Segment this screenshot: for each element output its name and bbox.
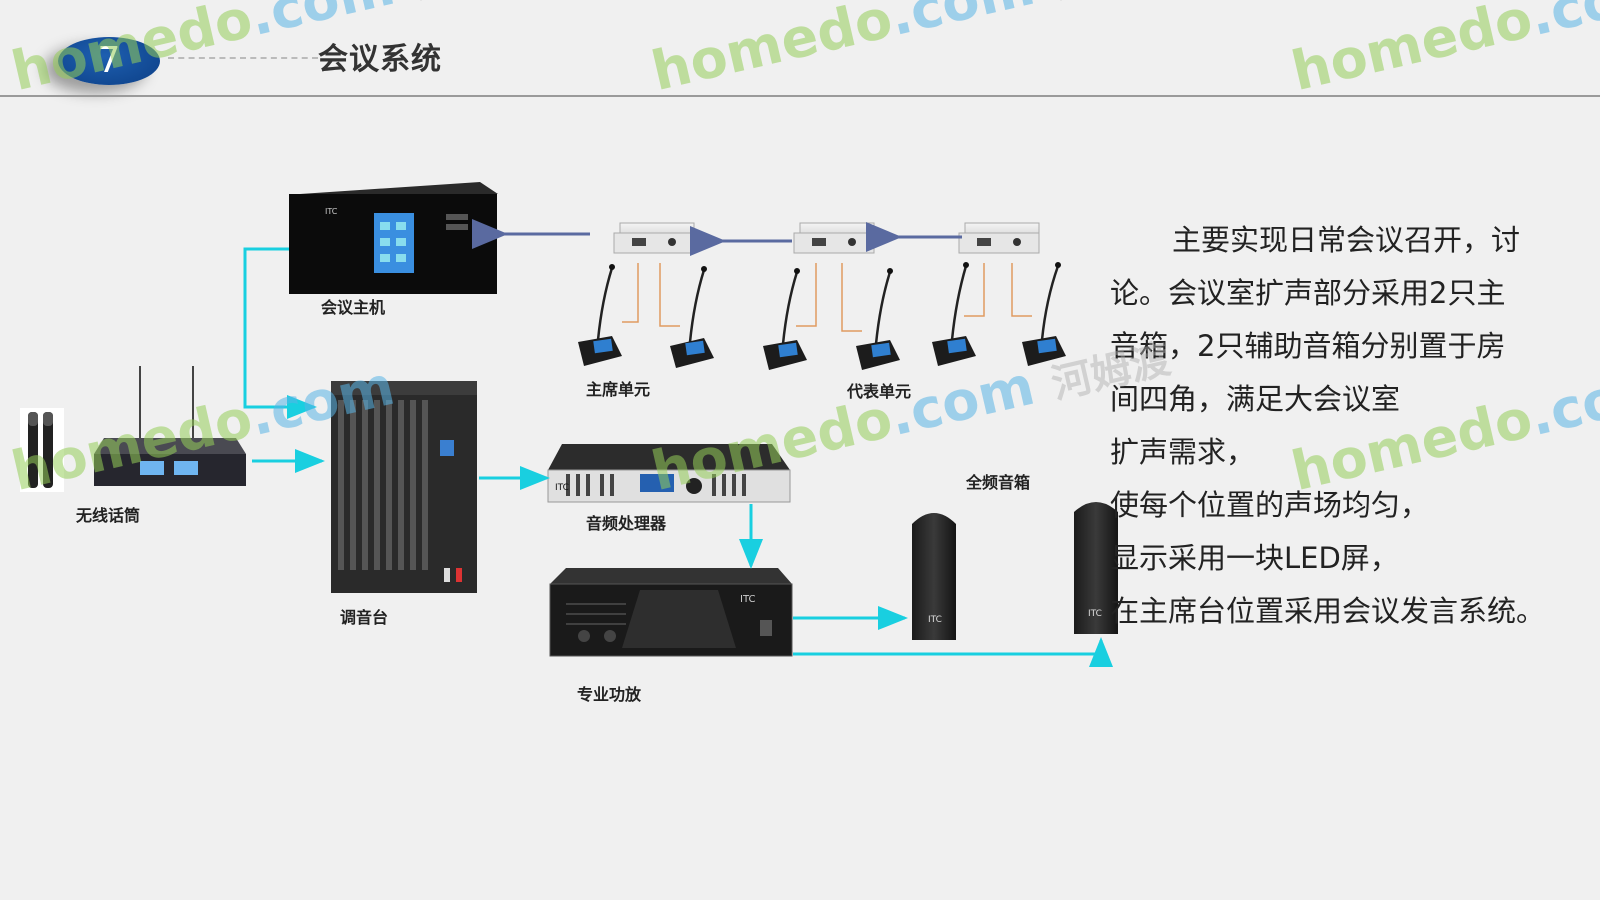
delegate-extension-box-2 (793, 222, 875, 254)
description-line: 论。会议室扩声部分采用2只主 (1110, 276, 1506, 310)
label-conference-host: 会议主机 (321, 298, 386, 317)
slide-number-badge: 7 (58, 37, 160, 85)
label-mixer: 调音台 (340, 608, 389, 627)
header-rule (0, 95, 1600, 97)
label-full-range-speaker: 全频音箱 (966, 473, 1031, 492)
description-line: 显示采用一块LED屏， (1110, 541, 1399, 575)
label-wireless-mic: 无线话筒 (76, 506, 141, 525)
chairman-unit-1 (578, 264, 622, 366)
link-host-to-mixer (243, 247, 317, 419)
chairman-unit-2 (670, 266, 714, 368)
description-line: 间四角，满足大会议室 (1110, 382, 1401, 416)
svg-text:ITC: ITC (1088, 609, 1102, 619)
description-line: 音箱，2只辅助音箱分别置于房 (1110, 329, 1506, 363)
label-chairman-unit: 主席单元 (586, 380, 651, 399)
title-divider (168, 57, 318, 59)
description-text: 主要实现日常会议召开，讨 论。会议室扩声部分采用2只主 音箱，2只辅助音箱分别置… (1110, 214, 1590, 638)
wireless-receiver-device (94, 366, 246, 486)
svg-text:ITC: ITC (325, 207, 338, 216)
delegate-extension-box-3 (958, 222, 1040, 254)
handheld-microphones (20, 408, 64, 492)
delegate-unit-2 (856, 268, 900, 370)
label-delegate-unit: 代表单元 (847, 382, 912, 401)
conference-host-device: ITC (289, 182, 498, 294)
description-line: 在主席台位置采用会议发言系统。 (1110, 594, 1546, 628)
svg-text:ITC: ITC (555, 483, 569, 493)
link-amp-to-speaker-right (793, 637, 1113, 667)
svg-text:ITC: ITC (928, 615, 942, 625)
description-line: 扩声需求， (1110, 435, 1256, 469)
full-range-speaker-right: ITC (1074, 502, 1118, 634)
description-line: 主要实现日常会议召开，讨 (1172, 223, 1521, 257)
delegate-extension-box-1 (613, 222, 695, 254)
page-title: 会议系统 (318, 42, 442, 77)
delegate-unit-3 (932, 262, 976, 366)
delegate-unit-4 (1022, 262, 1066, 366)
power-amplifier-device: ITC (549, 568, 793, 657)
delegate-unit-1 (763, 268, 807, 370)
full-range-speaker-left: ITC (912, 513, 956, 640)
mixer-device (331, 381, 477, 593)
svg-text:ITC: ITC (740, 594, 755, 605)
unit-wires (622, 263, 1032, 332)
label-power-amplifier: 专业功放 (577, 685, 642, 704)
audio-processor-device: ITC (547, 444, 791, 503)
description-line: 使每个位置的声场均匀， (1110, 488, 1430, 522)
label-audio-processor: 音频处理器 (586, 514, 667, 533)
